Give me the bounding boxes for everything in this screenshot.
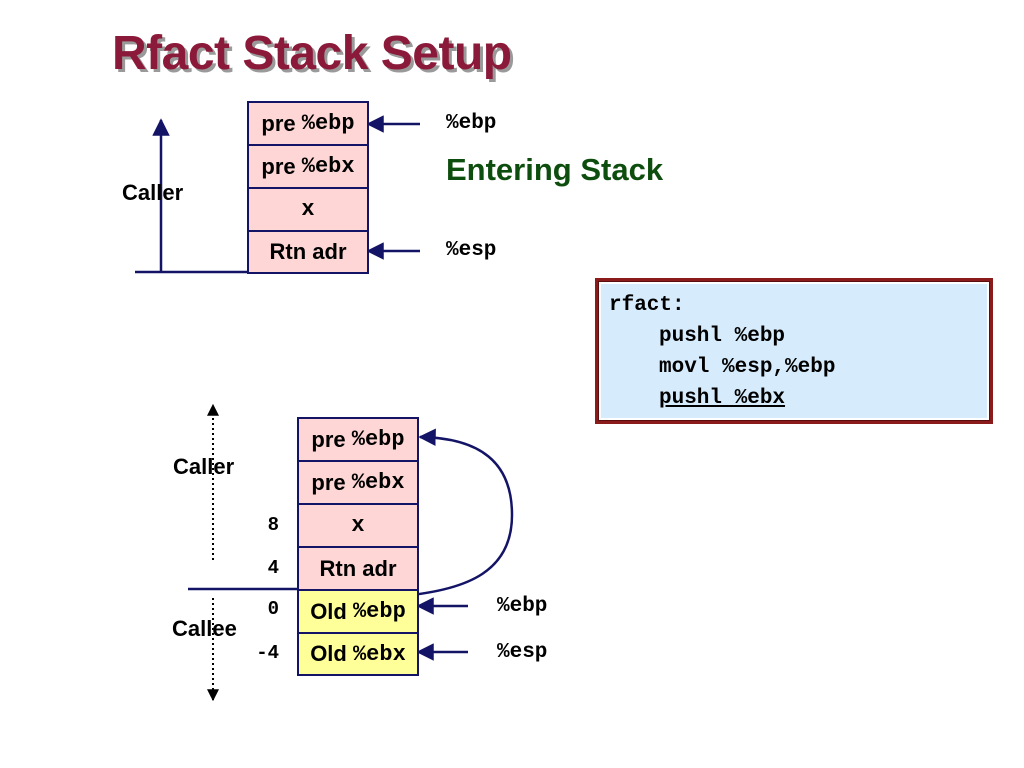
stack-cell-x: x [247,187,369,232]
offset-label: -4 [256,642,279,664]
cell-word: Rtn adr [269,239,347,264]
caller-label-2: Caller [173,454,235,479]
saved-ebp-link-arrow [400,428,514,598]
cell-word: pre [311,426,346,452]
code-label: rfact: [609,294,685,317]
cell-register: x [301,197,315,222]
stack-cell-pre-ebp: pre %ebp [247,101,369,146]
stack-cell-x: x [297,503,419,548]
cell-word: pre [261,153,296,179]
offset-label: 8 [267,514,279,536]
cell-word: Old [310,641,347,666]
cell-register: x [351,513,365,538]
ebp-pointer-label-1: %ebp [446,112,497,135]
cell-register: %ebx [352,641,406,667]
stack-cell-pre-ebp: pre %ebp [297,417,419,462]
cell-register: %ebp [301,111,355,136]
cell-register: %ebx [351,470,405,495]
code-line: movl %esp,%ebp [659,356,836,379]
caller-label-1: Caller [122,180,184,205]
ebp-pointer-label-2: %ebp [497,595,548,618]
cell-word: Rtn adr [319,555,397,581]
cell-register: %ebx [301,154,355,179]
entering-stack-heading: Entering Stack [446,152,664,187]
cell-register: %ebp [352,599,406,624]
cell-word: pre [261,110,296,136]
code-line: pushl %ebp [659,325,786,348]
assembly-code-panel: rfact: pushl %ebp movl %esp,%ebp pushl %… [598,281,990,421]
cell-register: %ebp [351,427,405,452]
assembly-code-box: rfact: pushl %ebp movl %esp,%ebp pushl %… [595,278,993,424]
slide-title: Rfact Stack Setup [112,27,512,80]
stack-cell-pre-ebx: pre %ebx [247,144,369,189]
stack-cell-old-ebx: Old %ebx [297,632,419,676]
esp-pointer-label-1: %esp [446,239,497,262]
esp-pointer-label-2: %esp [497,641,548,664]
cell-word: pre [311,469,346,495]
offset-label: 4 [267,557,279,579]
stack-cell-rtn-adr: Rtn adr [247,230,369,274]
stack-cell-rtn-adr: Rtn adr [297,546,419,591]
offset-label: 0 [267,598,279,620]
stack-cell-old-ebp: Old %ebp [297,589,419,634]
cell-word: Old [310,598,347,624]
callee-label: Callee [172,616,237,641]
stack-cell-pre-ebx: pre %ebx [297,460,419,505]
code-line-highlighted: pushl %ebx [659,387,786,410]
